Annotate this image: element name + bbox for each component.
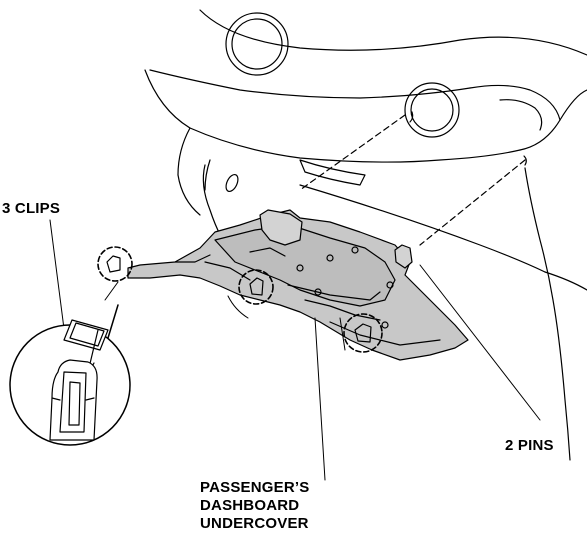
undercover-label: PASSENGER’S DASHBOARD UNDERCOVER [200,479,309,533]
vent-right-icon [404,82,460,138]
alignment-lines [299,114,526,246]
clip-marker-right [343,313,383,353]
undercover-panel [127,209,469,361]
vent-left-icon [225,12,289,76]
undercover-label-line-2: DASHBOARD [200,497,300,514]
dashboard-outline [144,9,587,461]
undercover-label-line-3: UNDERCOVER [200,515,309,532]
clips-label: 3 CLIPS [2,200,61,217]
clip-detail-inset [9,304,131,446]
clip-marker-center [238,269,274,305]
undercover-label-line-1: PASSENGER’S [200,479,310,496]
clip-marker-left [97,246,133,282]
clip-icons [106,255,372,343]
clip-markers [97,246,383,353]
pins-label: 2 PINS [505,437,554,454]
